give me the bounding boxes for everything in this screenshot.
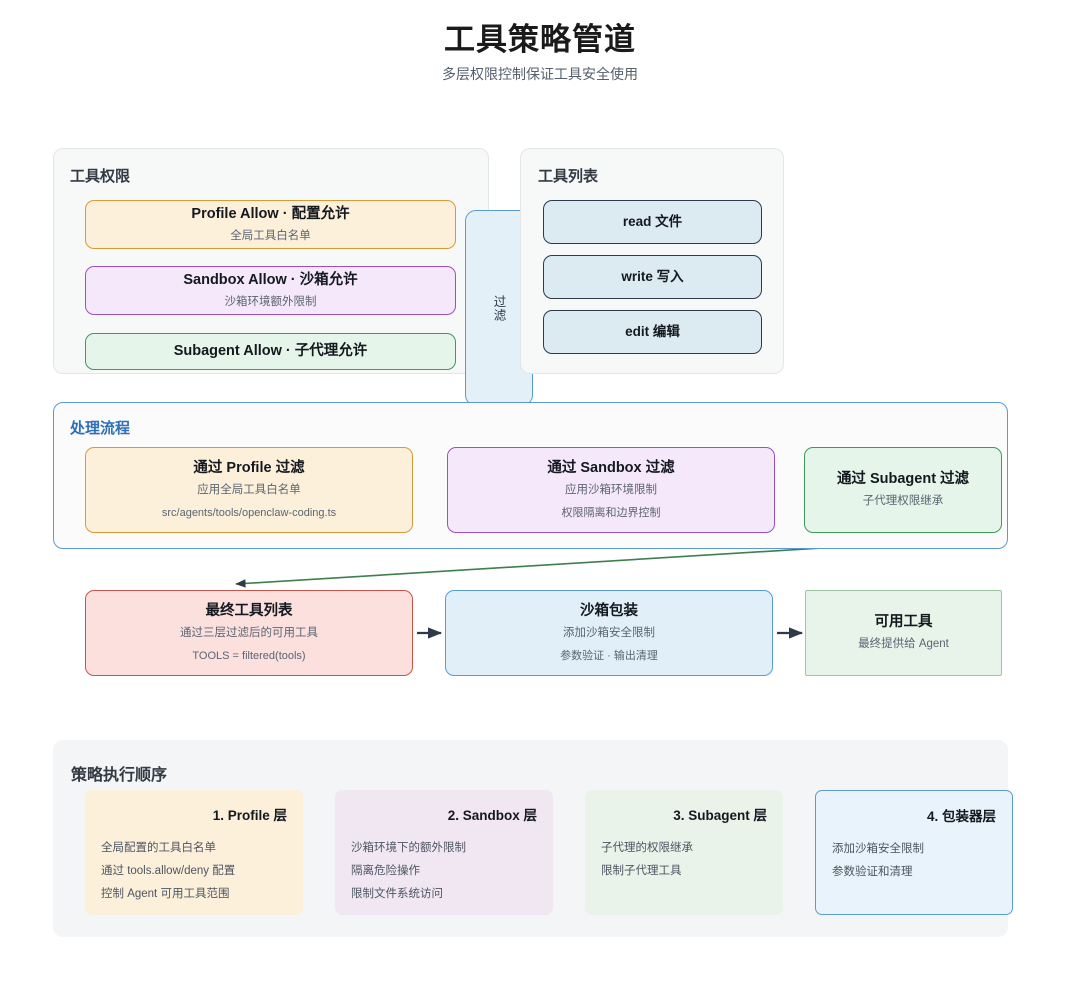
summary-card-title: 3. Subagent 层 bbox=[673, 808, 767, 823]
page-subtitle: 多层权限控制保证工具安全使用 bbox=[442, 66, 638, 82]
summary-card-subagent[interactable]: 3. Subagent 层 子代理的权限继承 限制子代理工具 bbox=[585, 790, 783, 915]
output-card-subtitle: 最终提供给 Agent bbox=[858, 638, 949, 651]
permission-card-subagent[interactable]: Subagent Allow · 子代理允许 bbox=[85, 333, 456, 370]
summary-card-line: 参数验证和清理 bbox=[832, 866, 913, 878]
tool-item-label: edit 编辑 bbox=[625, 324, 680, 340]
summary-panel-label: 策略执行顺序 bbox=[71, 767, 168, 784]
filter-connector-label: 过滤 bbox=[491, 294, 506, 322]
summary-card-sandbox[interactable]: 2. Sandbox 层 沙箱环境下的额外限制 隔离危险操作 限制文件系统访问 bbox=[335, 790, 553, 915]
output-card-detail: 参数验证 · 输出清理 bbox=[560, 649, 658, 662]
summary-card-line: 添加沙箱安全限制 bbox=[832, 843, 924, 855]
summary-card-title: 1. Profile 层 bbox=[212, 808, 287, 823]
output-card-subtitle: 添加沙箱安全限制 bbox=[563, 627, 655, 640]
output-card-available-tools[interactable]: 可用工具 最终提供给 Agent bbox=[805, 590, 1002, 676]
permission-card-sandbox[interactable]: Sandbox Allow · 沙箱允许 沙箱环境额外限制 bbox=[85, 266, 456, 315]
process-step-detail: src/agents/tools/openclaw-coding.ts bbox=[161, 506, 337, 519]
process-step-subtitle: 应用沙箱环境限制 bbox=[565, 484, 657, 497]
permissions-panel-label: 工具权限 bbox=[70, 168, 131, 185]
permission-card-title: Sandbox Allow · 沙箱允许 bbox=[183, 271, 358, 288]
permission-card-subtitle: 沙箱环境额外限制 bbox=[224, 295, 317, 308]
summary-card-line: 限制文件系统访问 bbox=[351, 888, 443, 900]
output-card-detail: TOOLS = filtered(tools) bbox=[192, 649, 306, 662]
filter-connector: 过滤 bbox=[465, 210, 533, 406]
output-card-title: 沙箱包装 bbox=[580, 603, 638, 620]
output-card-sandbox-wrap[interactable]: 沙箱包装 添加沙箱安全限制 参数验证 · 输出清理 bbox=[445, 590, 773, 676]
output-card-title: 最终工具列表 bbox=[205, 603, 293, 620]
process-step-detail: 权限隔离和边界控制 bbox=[561, 506, 661, 519]
process-step-title: 通过 Sandbox 过滤 bbox=[547, 460, 675, 477]
tool-item-edit[interactable]: edit 编辑 bbox=[543, 310, 762, 354]
process-step-title: 通过 Subagent 过滤 bbox=[836, 471, 970, 488]
process-step-title: 通过 Profile 过滤 bbox=[193, 460, 305, 477]
process-step-subagent[interactable]: 通过 Subagent 过滤 子代理权限继承 bbox=[804, 447, 1002, 533]
summary-card-line: 沙箱环境下的额外限制 bbox=[351, 842, 466, 854]
process-step-subtitle: 应用全局工具白名单 bbox=[197, 484, 301, 497]
summary-card-title: 2. Sandbox 层 bbox=[447, 808, 537, 823]
permission-card-title: Profile Allow · 配置允许 bbox=[191, 205, 350, 222]
summary-card-line: 子代理的权限继承 bbox=[601, 842, 693, 854]
summary-card-title: 4. 包装器层 bbox=[926, 809, 996, 824]
page-title: 工具策略管道 bbox=[444, 22, 636, 57]
permission-card-profile[interactable]: Profile Allow · 配置允许 全局工具白名单 bbox=[85, 200, 456, 249]
tools-panel-label: 工具列表 bbox=[538, 168, 599, 185]
tool-item-label: write 写入 bbox=[621, 269, 684, 285]
output-card-final-tools[interactable]: 最终工具列表 通过三层过滤后的可用工具 TOOLS = filtered(too… bbox=[85, 590, 413, 676]
summary-card-line: 隔离危险操作 bbox=[351, 865, 420, 877]
summary-card-line: 通过 tools.allow/deny 配置 bbox=[101, 865, 236, 877]
tool-item-read[interactable]: read 文件 bbox=[543, 200, 762, 244]
output-card-subtitle: 通过三层过滤后的可用工具 bbox=[180, 627, 318, 640]
process-step-profile[interactable]: 通过 Profile 过滤 应用全局工具白名单 src/agents/tools… bbox=[85, 447, 413, 533]
process-step-sandbox[interactable]: 通过 Sandbox 过滤 应用沙箱环境限制 权限隔离和边界控制 bbox=[447, 447, 775, 533]
summary-card-line: 限制子代理工具 bbox=[601, 865, 682, 877]
permission-card-title: Subagent Allow · 子代理允许 bbox=[173, 343, 368, 360]
tool-item-label: read 文件 bbox=[622, 214, 683, 230]
summary-card-line: 控制 Agent 可用工具范围 bbox=[101, 888, 230, 900]
summary-card-line: 全局配置的工具白名单 bbox=[101, 842, 216, 854]
summary-card-profile[interactable]: 1. Profile 层 全局配置的工具白名单 通过 tools.allow/d… bbox=[85, 790, 303, 915]
tool-item-write[interactable]: write 写入 bbox=[543, 255, 762, 299]
summary-card-wrapper[interactable]: 4. 包装器层 添加沙箱安全限制 参数验证和清理 bbox=[815, 790, 1013, 915]
process-panel-label: 处理流程 bbox=[70, 420, 131, 437]
process-step-subtitle: 子代理权限继承 bbox=[862, 495, 944, 508]
permission-card-subtitle: 全局工具白名单 bbox=[230, 229, 311, 242]
output-card-title: 可用工具 bbox=[874, 614, 933, 631]
